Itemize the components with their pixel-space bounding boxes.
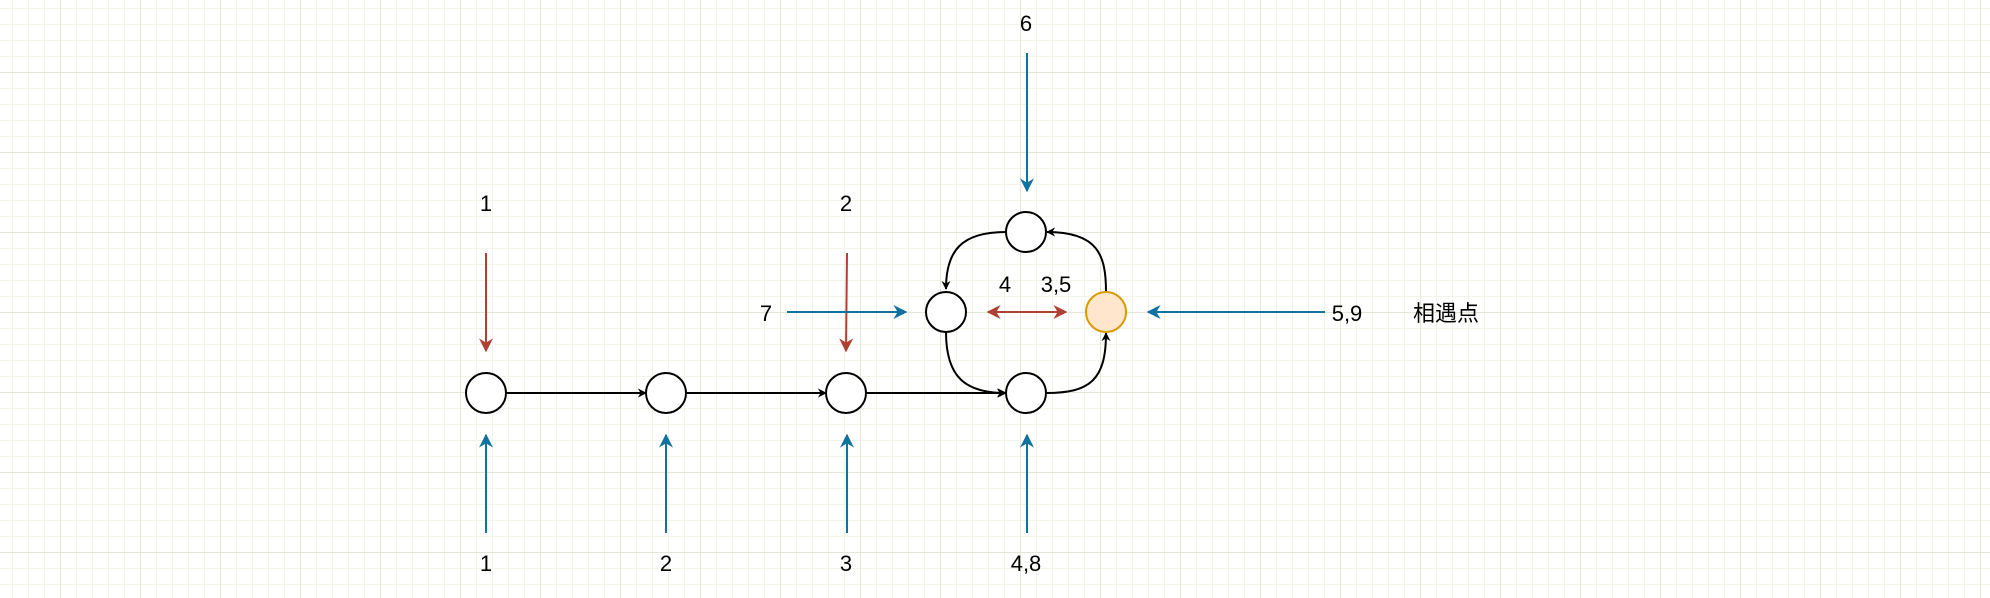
nodes xyxy=(465,211,1127,414)
label-mid-35: 3,5 xyxy=(1041,272,1072,297)
slow-pointer-arrows xyxy=(479,252,1068,353)
label-meeting-point: 相遇点 xyxy=(1413,302,1479,327)
list-edges xyxy=(506,227,1111,398)
edge-top-left xyxy=(941,231,1007,290)
label-bottom-1: 1 xyxy=(480,551,492,576)
label-right-59: 5,9 xyxy=(1332,301,1363,326)
label-red-1: 1 xyxy=(480,191,492,216)
node-cycle-left xyxy=(925,291,967,333)
label-left-7: 7 xyxy=(760,301,772,326)
red-arrow-2 xyxy=(839,252,854,353)
labels: 1 2 3 4,8 1 2 6 7 4 3,5 5,9 相遇点 xyxy=(480,11,1479,576)
node-cycle-top xyxy=(1005,211,1047,253)
edge-n4-meeting xyxy=(1045,332,1111,394)
node-4 xyxy=(1005,372,1047,414)
label-top-6: 6 xyxy=(1020,11,1032,36)
node-meeting-point xyxy=(1085,291,1127,333)
label-bottom-3: 3 xyxy=(840,551,852,576)
edge-left-n4 xyxy=(945,331,1007,398)
label-mid-4: 4 xyxy=(999,272,1011,297)
label-red-2: 2 xyxy=(840,191,852,216)
node-3 xyxy=(825,372,867,414)
label-bottom-2: 2 xyxy=(660,551,672,576)
fast-pointer-arrows xyxy=(479,53,1325,533)
node-1 xyxy=(465,372,507,414)
node-2 xyxy=(645,372,687,414)
edge-meeting-top xyxy=(1046,227,1107,293)
label-bottom-48: 4,8 xyxy=(1011,551,1042,576)
